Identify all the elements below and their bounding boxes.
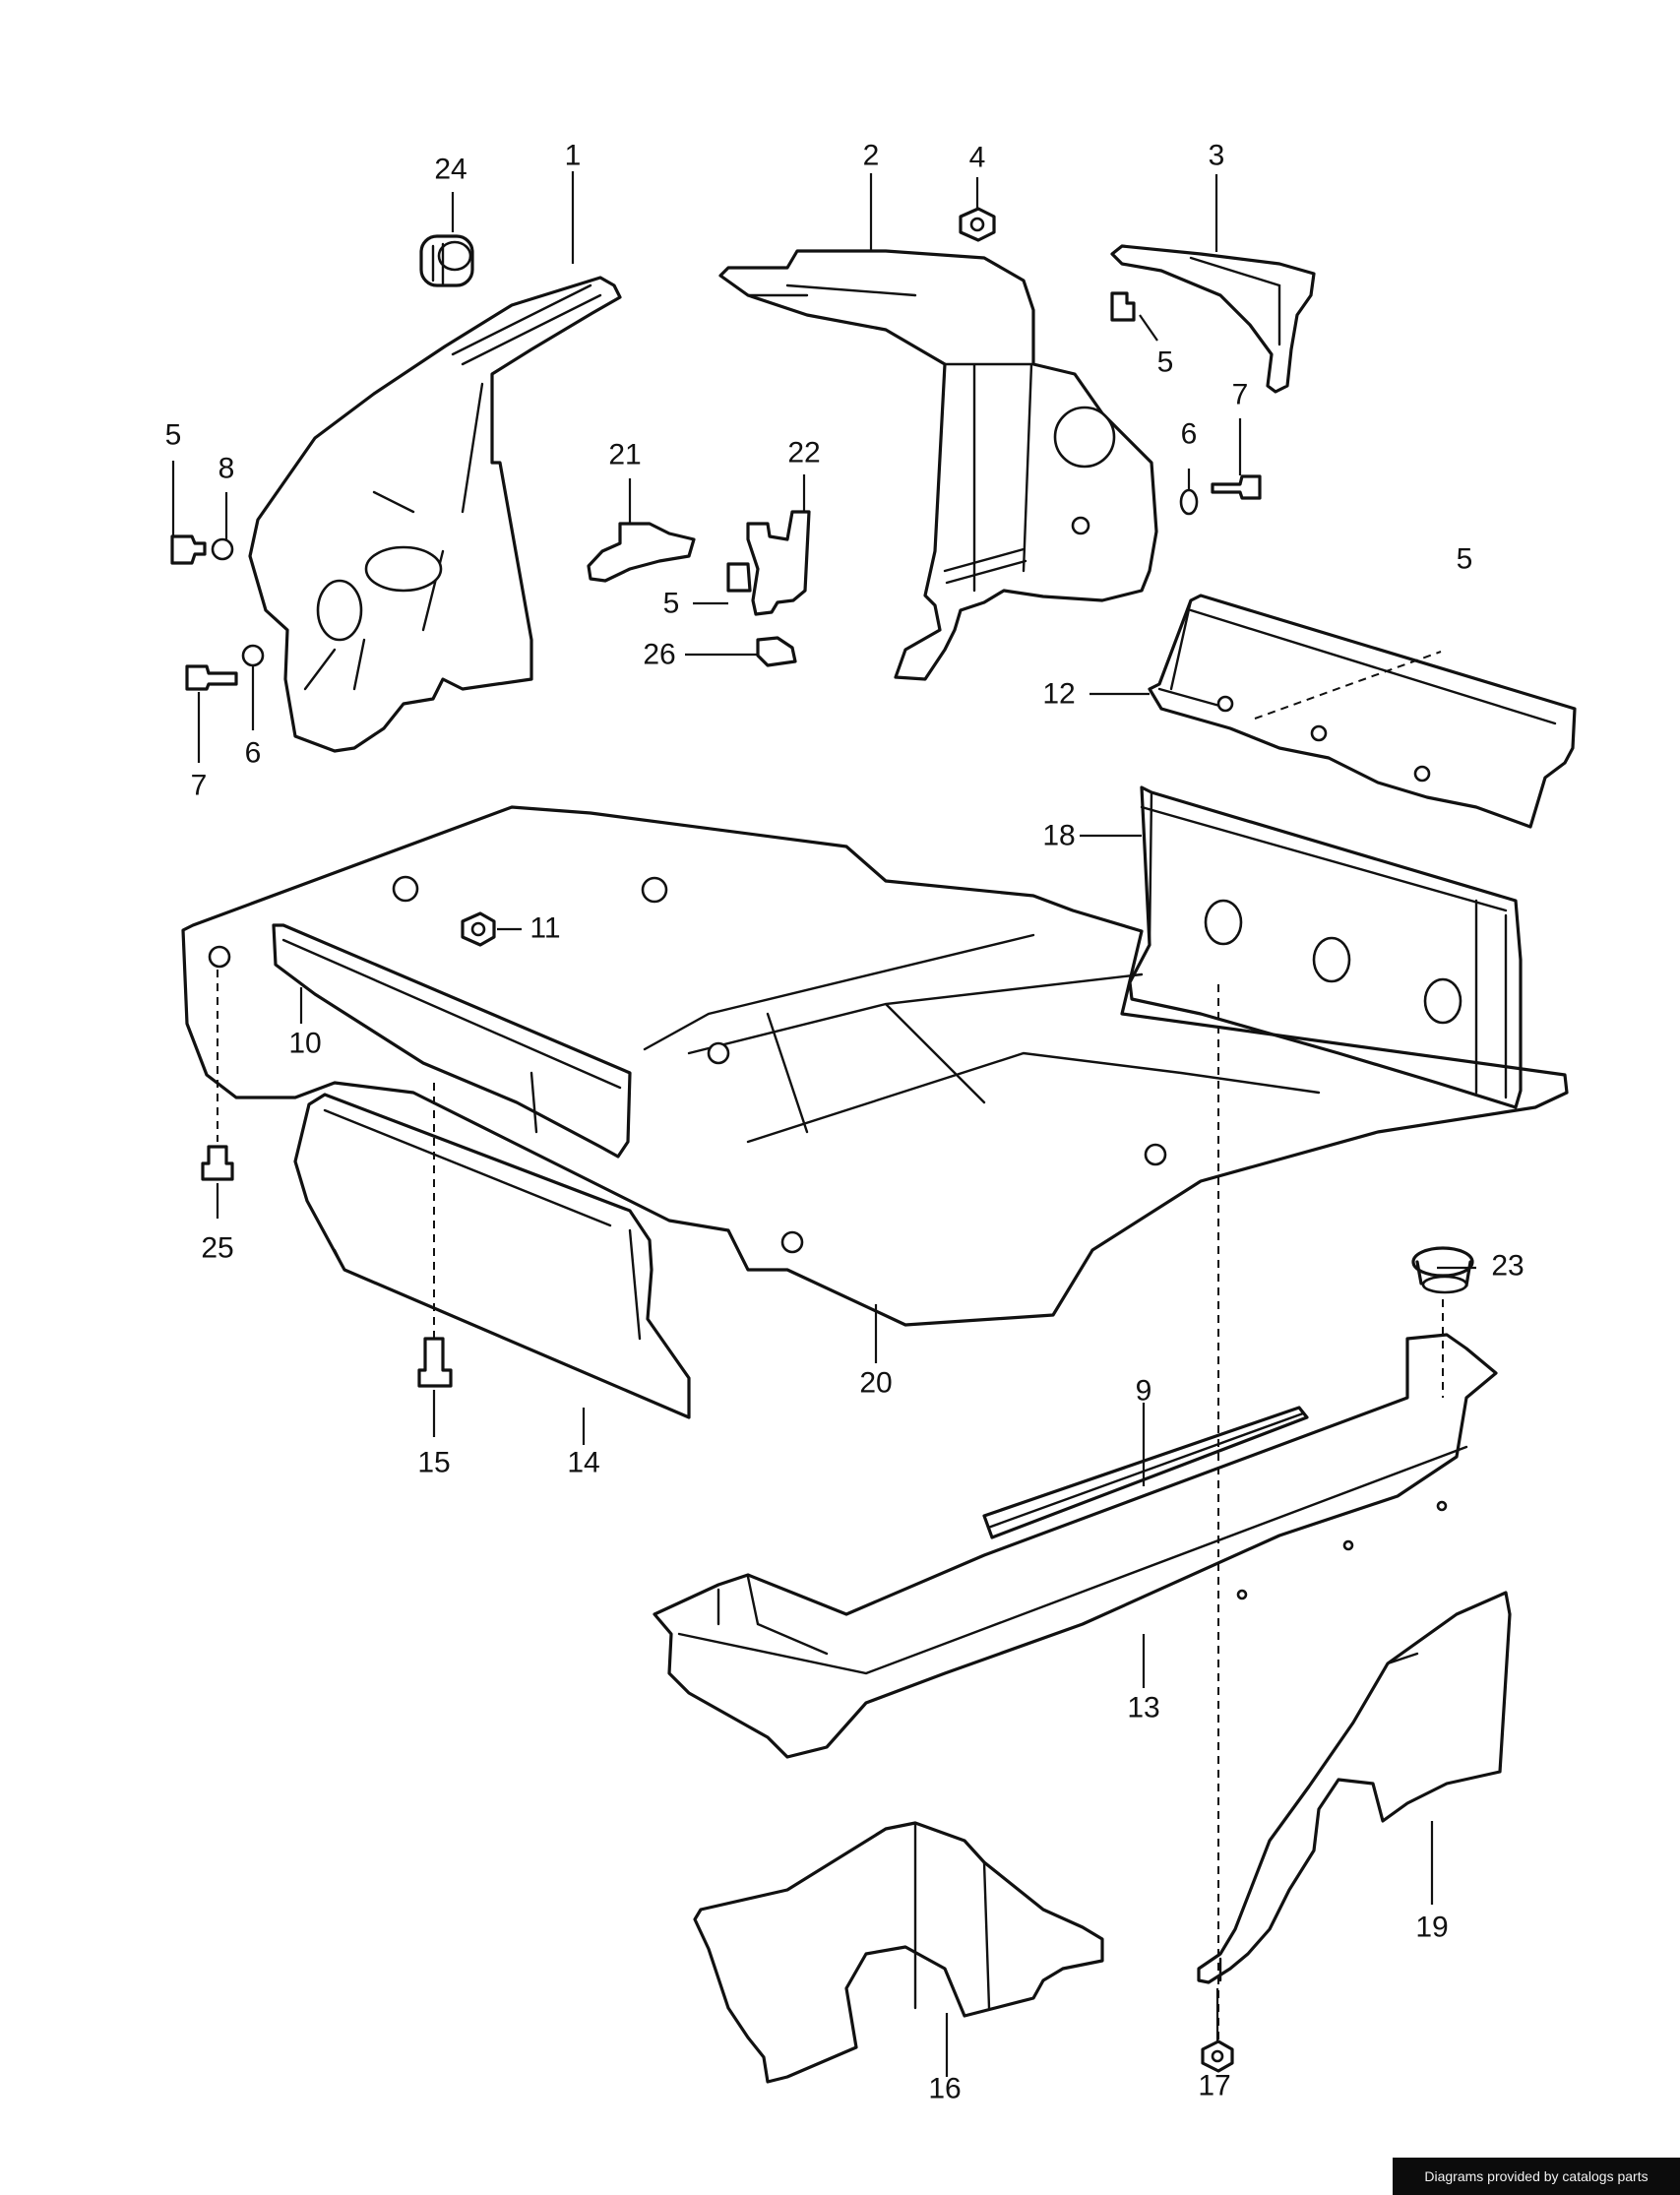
callout-1: 1 [565, 140, 582, 172]
callout-13: 13 [1127, 1692, 1159, 1725]
callout-18: 18 [1042, 820, 1075, 852]
part-24-rubber-plug [419, 234, 474, 287]
callout-9: 9 [1136, 1375, 1152, 1408]
callout-15: 15 [417, 1447, 450, 1479]
part-1-left-inner-panel [248, 276, 622, 753]
callout-14: 14 [567, 1447, 599, 1479]
parts-21-22-26-brackets [587, 510, 811, 667]
callout-8: 8 [218, 453, 235, 485]
callout-16: 16 [928, 2073, 961, 2105]
right-fasteners [1179, 474, 1262, 516]
callout-3: 3 [1209, 140, 1225, 172]
callout-6-right: 6 [1181, 418, 1198, 451]
callout-12: 12 [1042, 678, 1075, 711]
callout-19: 19 [1415, 1912, 1448, 1944]
callout-26: 26 [643, 639, 675, 671]
callout-5-center: 5 [663, 588, 680, 620]
part-23-grommet [1411, 1246, 1474, 1294]
callout-23: 23 [1491, 1250, 1524, 1283]
callout-25: 25 [201, 1232, 233, 1265]
part-4-nut [959, 207, 996, 242]
part-18-rear-bulkhead [1128, 785, 1523, 1109]
part-2-center-panel [718, 249, 1158, 681]
callout-22: 22 [787, 437, 820, 470]
leader-lines [171, 171, 1476, 2077]
callout-5-upper-right: 5 [1157, 346, 1174, 379]
part-14-lower-side-member [293, 1093, 691, 1419]
part-3-corner-bracket [1110, 244, 1316, 394]
part-13-sill-tray [653, 1333, 1498, 1759]
callout-6-left: 6 [245, 737, 262, 770]
callout-17: 17 [1198, 2070, 1230, 2102]
callout-2: 2 [863, 140, 880, 172]
parts-15-25-bolts [201, 1145, 453, 1388]
callout-11: 11 [529, 912, 560, 945]
callout-5-left: 5 [165, 419, 182, 452]
part-19-wheelhouse-panel [1197, 1591, 1512, 1984]
callout-21: 21 [608, 439, 641, 471]
credit-banner: Diagrams provided by catalogs parts [1393, 2158, 1680, 2195]
part-11-nut [461, 911, 496, 947]
callout-5-right: 5 [1457, 543, 1473, 576]
part-16-lower-center-panel [693, 1821, 1104, 2084]
callout-7-right: 7 [1232, 379, 1249, 411]
part-10-side-rail [272, 923, 632, 1159]
callout-24: 24 [434, 154, 467, 186]
part-9-trim-strip [982, 1406, 1309, 1539]
left-fasteners [170, 534, 265, 691]
callout-4: 4 [969, 142, 986, 174]
callout-20: 20 [859, 1367, 892, 1400]
callout-7-left: 7 [191, 770, 208, 802]
assembly-dashed-lines [217, 651, 1444, 2041]
callout-labels: 1 2 3 4 5 5 5 5 6 6 7 7 8 9 10 11 12 13 … [165, 140, 1524, 2105]
part-20-floor-pan [181, 805, 1569, 1327]
callout-10: 10 [288, 1028, 321, 1060]
part-12-cross-member [1148, 594, 1577, 829]
part-17-nut [1201, 2039, 1234, 2073]
